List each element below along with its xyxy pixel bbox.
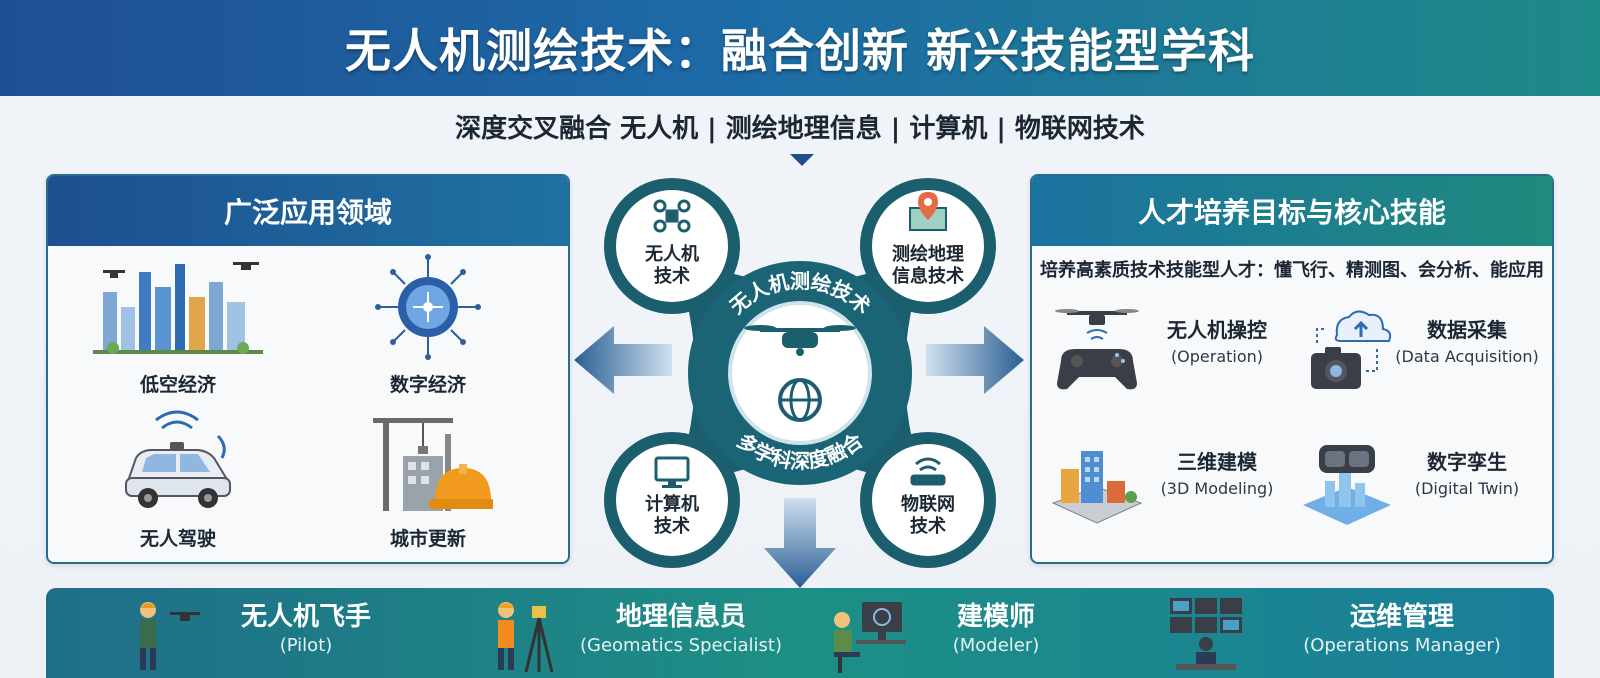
- skill-3d-modeling-en: (3D Modeling): [1160, 479, 1274, 498]
- header-banner: 无人机测绘技术：融合创新 新兴技能型学科: [0, 0, 1600, 96]
- node-drone-icon: [653, 199, 691, 233]
- node-iot-line1: 物联网: [901, 493, 955, 515]
- skill-data-acquisition: 数据采集 (Data Acquisition): [1292, 294, 1539, 404]
- talent-panel-title: 人才培养目标与核心技能: [1032, 176, 1552, 246]
- skill-operation-cn: 无人机操控: [1167, 318, 1267, 342]
- node-iot-tech: [860, 432, 996, 568]
- node-computer-tech: [604, 432, 740, 568]
- node-drone-line2: 技术: [654, 265, 690, 287]
- careers-bar: 无人机飞手 (Pilot) 地理信息员 (Geomatics Specialis…: [46, 588, 1554, 678]
- autonomous-car-icon: [68, 406, 288, 516]
- right-arrow: [926, 326, 1024, 394]
- applications-panel: 广泛应用领域: [46, 174, 570, 564]
- node-geo-line1: 测绘地理: [892, 243, 964, 265]
- skill-digital-twin-cn: 数字孪生: [1427, 450, 1507, 474]
- drone-controller-icon: [1042, 294, 1152, 404]
- node-geo-line2: 信息技术: [892, 265, 964, 287]
- node-geomatics-tech: [860, 178, 996, 314]
- control-room-icon: [1166, 592, 1246, 676]
- page-title: 无人机测绘技术：融合创新 新兴技能型学科: [344, 24, 1255, 78]
- construction-crane-icon: [318, 406, 538, 516]
- modeler-icon: [826, 592, 906, 676]
- node-computer-line2: 技术: [654, 515, 690, 537]
- app-item-urban-renewal: 城市更新: [318, 406, 538, 551]
- applications-panel-title: 广泛应用领域: [48, 176, 568, 246]
- role-operations-cn: 运维管理: [1349, 602, 1454, 632]
- skill-3d-modeling: 三维建模 (3D Modeling): [1042, 426, 1282, 536]
- role-operations: 运维管理 (Operations Manager): [1166, 588, 1546, 678]
- node-drone-tech: [604, 178, 740, 314]
- camera-cloud-icon: [1292, 294, 1402, 404]
- node-drone-line1: 无人机: [645, 244, 699, 265]
- hub-core: [728, 301, 872, 445]
- role-modeler-en: (Modeler): [952, 635, 1040, 656]
- subtitle-caret: [790, 154, 814, 166]
- vr-headset-icon: [1292, 426, 1402, 536]
- talent-panel: 人才培养目标与核心技能 培养高素质技术技能型人才：懂飞行、精测图、会分析、能应用…: [1030, 174, 1554, 564]
- circuit-network-icon: [318, 252, 538, 362]
- monitor-icon: [654, 456, 690, 488]
- role-geomatics-cn: 地理信息员: [615, 602, 746, 632]
- 3d-buildings-icon: [1042, 426, 1152, 536]
- node-computer-line1: 计算机: [645, 493, 699, 515]
- skill-3d-modeling-cn: 三维建模: [1177, 450, 1257, 474]
- role-operations-en: (Operations Manager): [1303, 635, 1501, 656]
- city-drone-icon: [68, 252, 288, 362]
- app-label-urban-renewal: 城市更新: [389, 528, 466, 550]
- talent-goal: 培养高素质技术技能型人才：懂飞行、精测图、会分析、能应用: [1040, 260, 1544, 281]
- globe-icon: [778, 378, 822, 422]
- skill-operation: 无人机操控 (Operation): [1042, 294, 1282, 404]
- drone-icon: [744, 325, 856, 356]
- router-icon: [910, 457, 946, 486]
- skill-data-acquisition-cn: 数据采集: [1427, 318, 1507, 342]
- role-modeler-cn: 建模师: [956, 602, 1035, 632]
- down-arrow: [764, 498, 836, 588]
- role-pilot-en: (Pilot): [279, 635, 333, 656]
- app-item-low-altitude: 低空经济: [68, 252, 288, 397]
- role-modeler: 建模师 (Modeler): [826, 588, 1086, 678]
- pilot-icon: [126, 592, 206, 676]
- map-pin-icon: [909, 192, 947, 231]
- role-geomatics-en: (Geomatics Specialist): [580, 635, 782, 656]
- role-pilot: 无人机飞手 (Pilot): [126, 588, 406, 678]
- fusion-hub: 无人机测绘技术 多学科深度融合: [580, 168, 1020, 578]
- surveyor-icon: [486, 592, 566, 676]
- app-label-autonomous-driving: 无人驾驶: [139, 528, 216, 550]
- subtitle: 深度交叉融合 无人机 | 测绘地理信息 | 计算机 | 物联网技术: [455, 114, 1145, 144]
- skill-digital-twin: 数字孪生 (Digital Twin): [1292, 426, 1532, 536]
- role-geomatics: 地理信息员 (Geomatics Specialist): [486, 588, 806, 678]
- skill-operation-en: (Operation): [1170, 347, 1264, 366]
- skill-digital-twin-en: (Digital Twin): [1414, 479, 1520, 498]
- app-item-autonomous-driving: 无人驾驶: [68, 406, 288, 551]
- left-arrow: [574, 326, 672, 394]
- app-label-low-altitude: 低空经济: [139, 374, 216, 396]
- skill-data-acquisition-en: (Data Acquisition): [1395, 347, 1539, 366]
- app-label-digital-economy: 数字经济: [389, 374, 466, 396]
- role-pilot-cn: 无人机飞手: [240, 602, 371, 632]
- app-item-digital-economy: 数字经济: [318, 252, 538, 397]
- applications-grid: 低空经济: [48, 246, 568, 562]
- node-iot-line2: 技术: [910, 515, 946, 537]
